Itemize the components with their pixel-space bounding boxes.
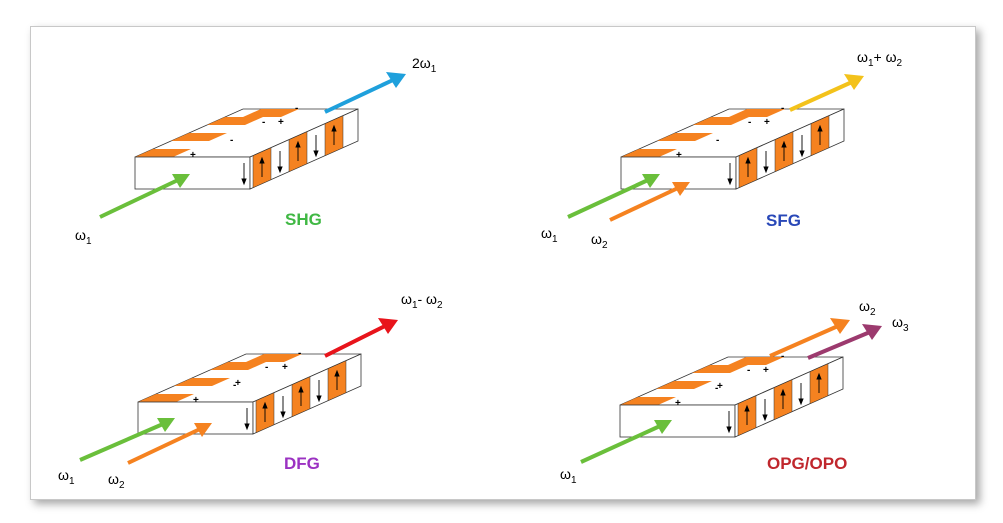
output-beam-w3 [807, 330, 871, 360]
input-beam-w2 [609, 186, 679, 222]
output-beam-difference [324, 324, 386, 358]
sign-plus: + [282, 362, 288, 373]
label-w1-plus-w2: ω1+ ω2 [857, 49, 903, 69]
arrowhead-icon [672, 182, 690, 196]
input-beam-w1 [79, 422, 164, 462]
input-beam-w1 [567, 178, 649, 219]
output-beam-sum [789, 80, 853, 112]
sign-plus: + [193, 395, 199, 406]
sign-minus: - [781, 103, 784, 114]
input-beam-w1 [580, 424, 661, 464]
sign-minus: - [748, 117, 751, 128]
sign-minus: - [233, 380, 236, 391]
sign-plus: + [190, 150, 196, 161]
label-w2: ω2 [108, 471, 125, 491]
crystal-shg [134, 108, 359, 190]
sign-minus: - [298, 348, 301, 359]
sign-minus: - [715, 383, 718, 394]
label-w2: ω2 [859, 298, 876, 318]
sign-plus: + [764, 117, 770, 128]
label-w1: ω1 [58, 467, 75, 487]
sign-minus: - [747, 365, 750, 376]
process-label-dfg: DFG [284, 454, 320, 473]
panel-dfg: + - + - + - ω1 ω2 ω1- ω2 DFG [58, 291, 443, 491]
input-beam-w2 [127, 427, 201, 465]
panel-shg: + - - + - ω1 2ω1 SHG [75, 55, 437, 247]
process-label-opg-opo: OPG/OPO [767, 454, 847, 473]
arrowhead-icon [172, 174, 190, 188]
process-label-shg: SHG [285, 210, 322, 229]
arrowhead-icon [386, 72, 406, 88]
process-label-sfg: SFG [766, 211, 801, 230]
output-beam-w2 [769, 324, 839, 358]
label-w2: ω2 [591, 231, 608, 251]
arrowhead-icon [157, 418, 175, 432]
sign-minus: - [265, 362, 268, 373]
sign-minus: - [781, 351, 784, 362]
sign-plus: + [235, 378, 241, 389]
sign-plus: + [676, 150, 682, 161]
arrowhead-icon [654, 420, 672, 434]
label-w1-minus-w2: ω1- ω2 [401, 291, 443, 311]
output-beam-2w1 [324, 78, 394, 114]
sign-minus: - [262, 117, 265, 128]
panel-opg-opo: + - + - + - ω1 ω2 ω3 OPG/OPO [560, 298, 909, 486]
label-w1: ω1 [75, 227, 92, 247]
arrowhead-icon [194, 423, 212, 437]
sign-minus: - [716, 135, 719, 146]
sign-minus: - [230, 135, 233, 146]
arrowhead-icon [844, 74, 864, 90]
sign-plus: + [717, 381, 723, 392]
sign-plus: + [278, 117, 284, 128]
sign-plus: + [675, 398, 681, 409]
arrowhead-icon [378, 318, 398, 334]
input-beam-w1 [99, 178, 179, 219]
sign-minus: - [295, 103, 298, 114]
label-w1: ω1 [541, 225, 558, 245]
panel-sfg: + - - + - ω1 ω2 ω1+ ω2 SFG [541, 49, 903, 251]
sign-plus: + [763, 365, 769, 376]
label-w3: ω3 [892, 314, 909, 334]
crystal-opg [619, 356, 844, 438]
label-w1: ω1 [560, 466, 577, 486]
arrowhead-icon [862, 324, 882, 340]
arrowhead-icon [830, 318, 850, 334]
label-2w1: 2ω1 [412, 55, 437, 75]
arrowhead-icon [642, 174, 660, 188]
